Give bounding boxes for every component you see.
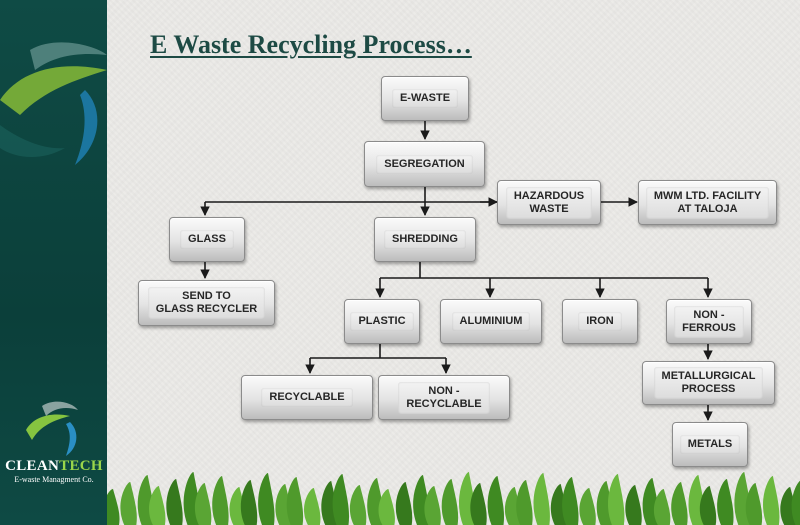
brand-name: CLEANTECH bbox=[4, 458, 104, 475]
node-metallurgical-process-label: METALLURGICAL PROCESS bbox=[653, 367, 764, 399]
node-iron-label: IRON bbox=[578, 312, 622, 331]
node-metallurgical-process: METALLURGICAL PROCESS bbox=[642, 361, 775, 405]
leaf-shape bbox=[441, 479, 459, 525]
leaf-shape bbox=[286, 477, 304, 525]
node-glass-label: GLASS bbox=[180, 230, 234, 249]
node-non-recyclable: NON - RECYCLABLE bbox=[378, 375, 510, 420]
node-non-ferrous: NON - FERROUS bbox=[666, 299, 752, 344]
node-non-recyclable-label: NON - RECYCLABLE bbox=[398, 381, 490, 414]
node-glass: GLASS bbox=[169, 217, 245, 262]
node-e-waste-label: E-WASTE bbox=[391, 89, 459, 108]
leaf-shape bbox=[699, 486, 717, 525]
node-aluminium-label: ALUMINIUM bbox=[451, 312, 531, 331]
node-shredding-label: SHREDDING bbox=[383, 230, 466, 249]
node-metals-label: METALS bbox=[679, 435, 741, 454]
leaf-shape bbox=[120, 482, 137, 525]
leaf-shape bbox=[625, 485, 642, 525]
leaf-shape bbox=[608, 474, 625, 525]
leaf-shape bbox=[671, 482, 688, 525]
leaf-shape bbox=[258, 473, 275, 525]
leaf-shape bbox=[763, 476, 780, 525]
leaf-shape bbox=[349, 485, 367, 525]
leaf-shape bbox=[791, 480, 800, 525]
swirl-logo-icon bbox=[0, 42, 107, 165]
node-aluminium: ALUMINIUM bbox=[440, 299, 542, 344]
node-iron: IRON bbox=[562, 299, 638, 344]
node-non-ferrous-label: NON - FERROUS bbox=[674, 305, 744, 338]
node-mwm-facility: MWM LTD. FACILITY AT TALOJA bbox=[638, 180, 777, 225]
node-mwm-facility-label: MWM LTD. FACILITY AT TALOJA bbox=[645, 186, 770, 219]
leaf-shape bbox=[516, 480, 533, 525]
leaf-shape bbox=[166, 479, 183, 525]
leaf-shape bbox=[194, 483, 212, 525]
node-segregation-label: SEGREGATION bbox=[376, 154, 473, 174]
leaf-shape bbox=[653, 489, 671, 525]
cleantech-logo-icon bbox=[26, 401, 78, 456]
node-recyclable: RECYCLABLE bbox=[241, 375, 373, 420]
leaf-shape bbox=[212, 476, 229, 525]
leaf-shape bbox=[240, 480, 258, 525]
node-recyclable-label: RECYCLABLE bbox=[261, 388, 353, 407]
node-plastic: PLASTIC bbox=[344, 299, 420, 344]
node-segregation: SEGREGATION bbox=[364, 141, 485, 187]
leaf-shape bbox=[395, 482, 413, 525]
leaf-shape bbox=[107, 489, 120, 525]
leaf-shape bbox=[579, 488, 596, 525]
sidebar: CLEANTECH E-waste Managment Co. bbox=[0, 0, 107, 525]
leaf-shape bbox=[424, 486, 441, 525]
leaf-shape bbox=[745, 483, 763, 525]
leaf-shape bbox=[304, 488, 321, 525]
brand-name-accent: TECH bbox=[59, 458, 103, 474]
leaf-border-decoration bbox=[107, 472, 800, 525]
leaf-shape bbox=[717, 479, 734, 525]
leaf-shape bbox=[378, 489, 395, 525]
leaf-shape bbox=[487, 476, 505, 525]
node-metals: METALS bbox=[672, 422, 748, 467]
leaf-shape bbox=[533, 473, 550, 525]
leaf-shape bbox=[470, 483, 487, 525]
node-hazardous-waste: HAZARDOUS WASTE bbox=[497, 180, 601, 225]
brand-name-main: CLEAN bbox=[5, 458, 60, 474]
node-hazardous-waste-label: HAZARDOUS WASTE bbox=[505, 186, 593, 219]
node-send-to-glass-recycler: SEND TO GLASS RECYCLER bbox=[138, 280, 275, 326]
node-send-to-glass-recycler-label: SEND TO GLASS RECYCLER bbox=[147, 287, 266, 319]
node-shredding: SHREDDING bbox=[374, 217, 476, 262]
leaf-shape bbox=[562, 477, 579, 525]
node-plastic-label: PLASTIC bbox=[350, 312, 414, 331]
page-title: E Waste Recycling Process… bbox=[150, 30, 472, 59]
node-e-waste: E-WASTE bbox=[381, 76, 469, 121]
brand-tagline: E-waste Managment Co. bbox=[14, 475, 94, 484]
leaf-shape bbox=[332, 474, 350, 525]
leaf-shape bbox=[149, 486, 166, 525]
